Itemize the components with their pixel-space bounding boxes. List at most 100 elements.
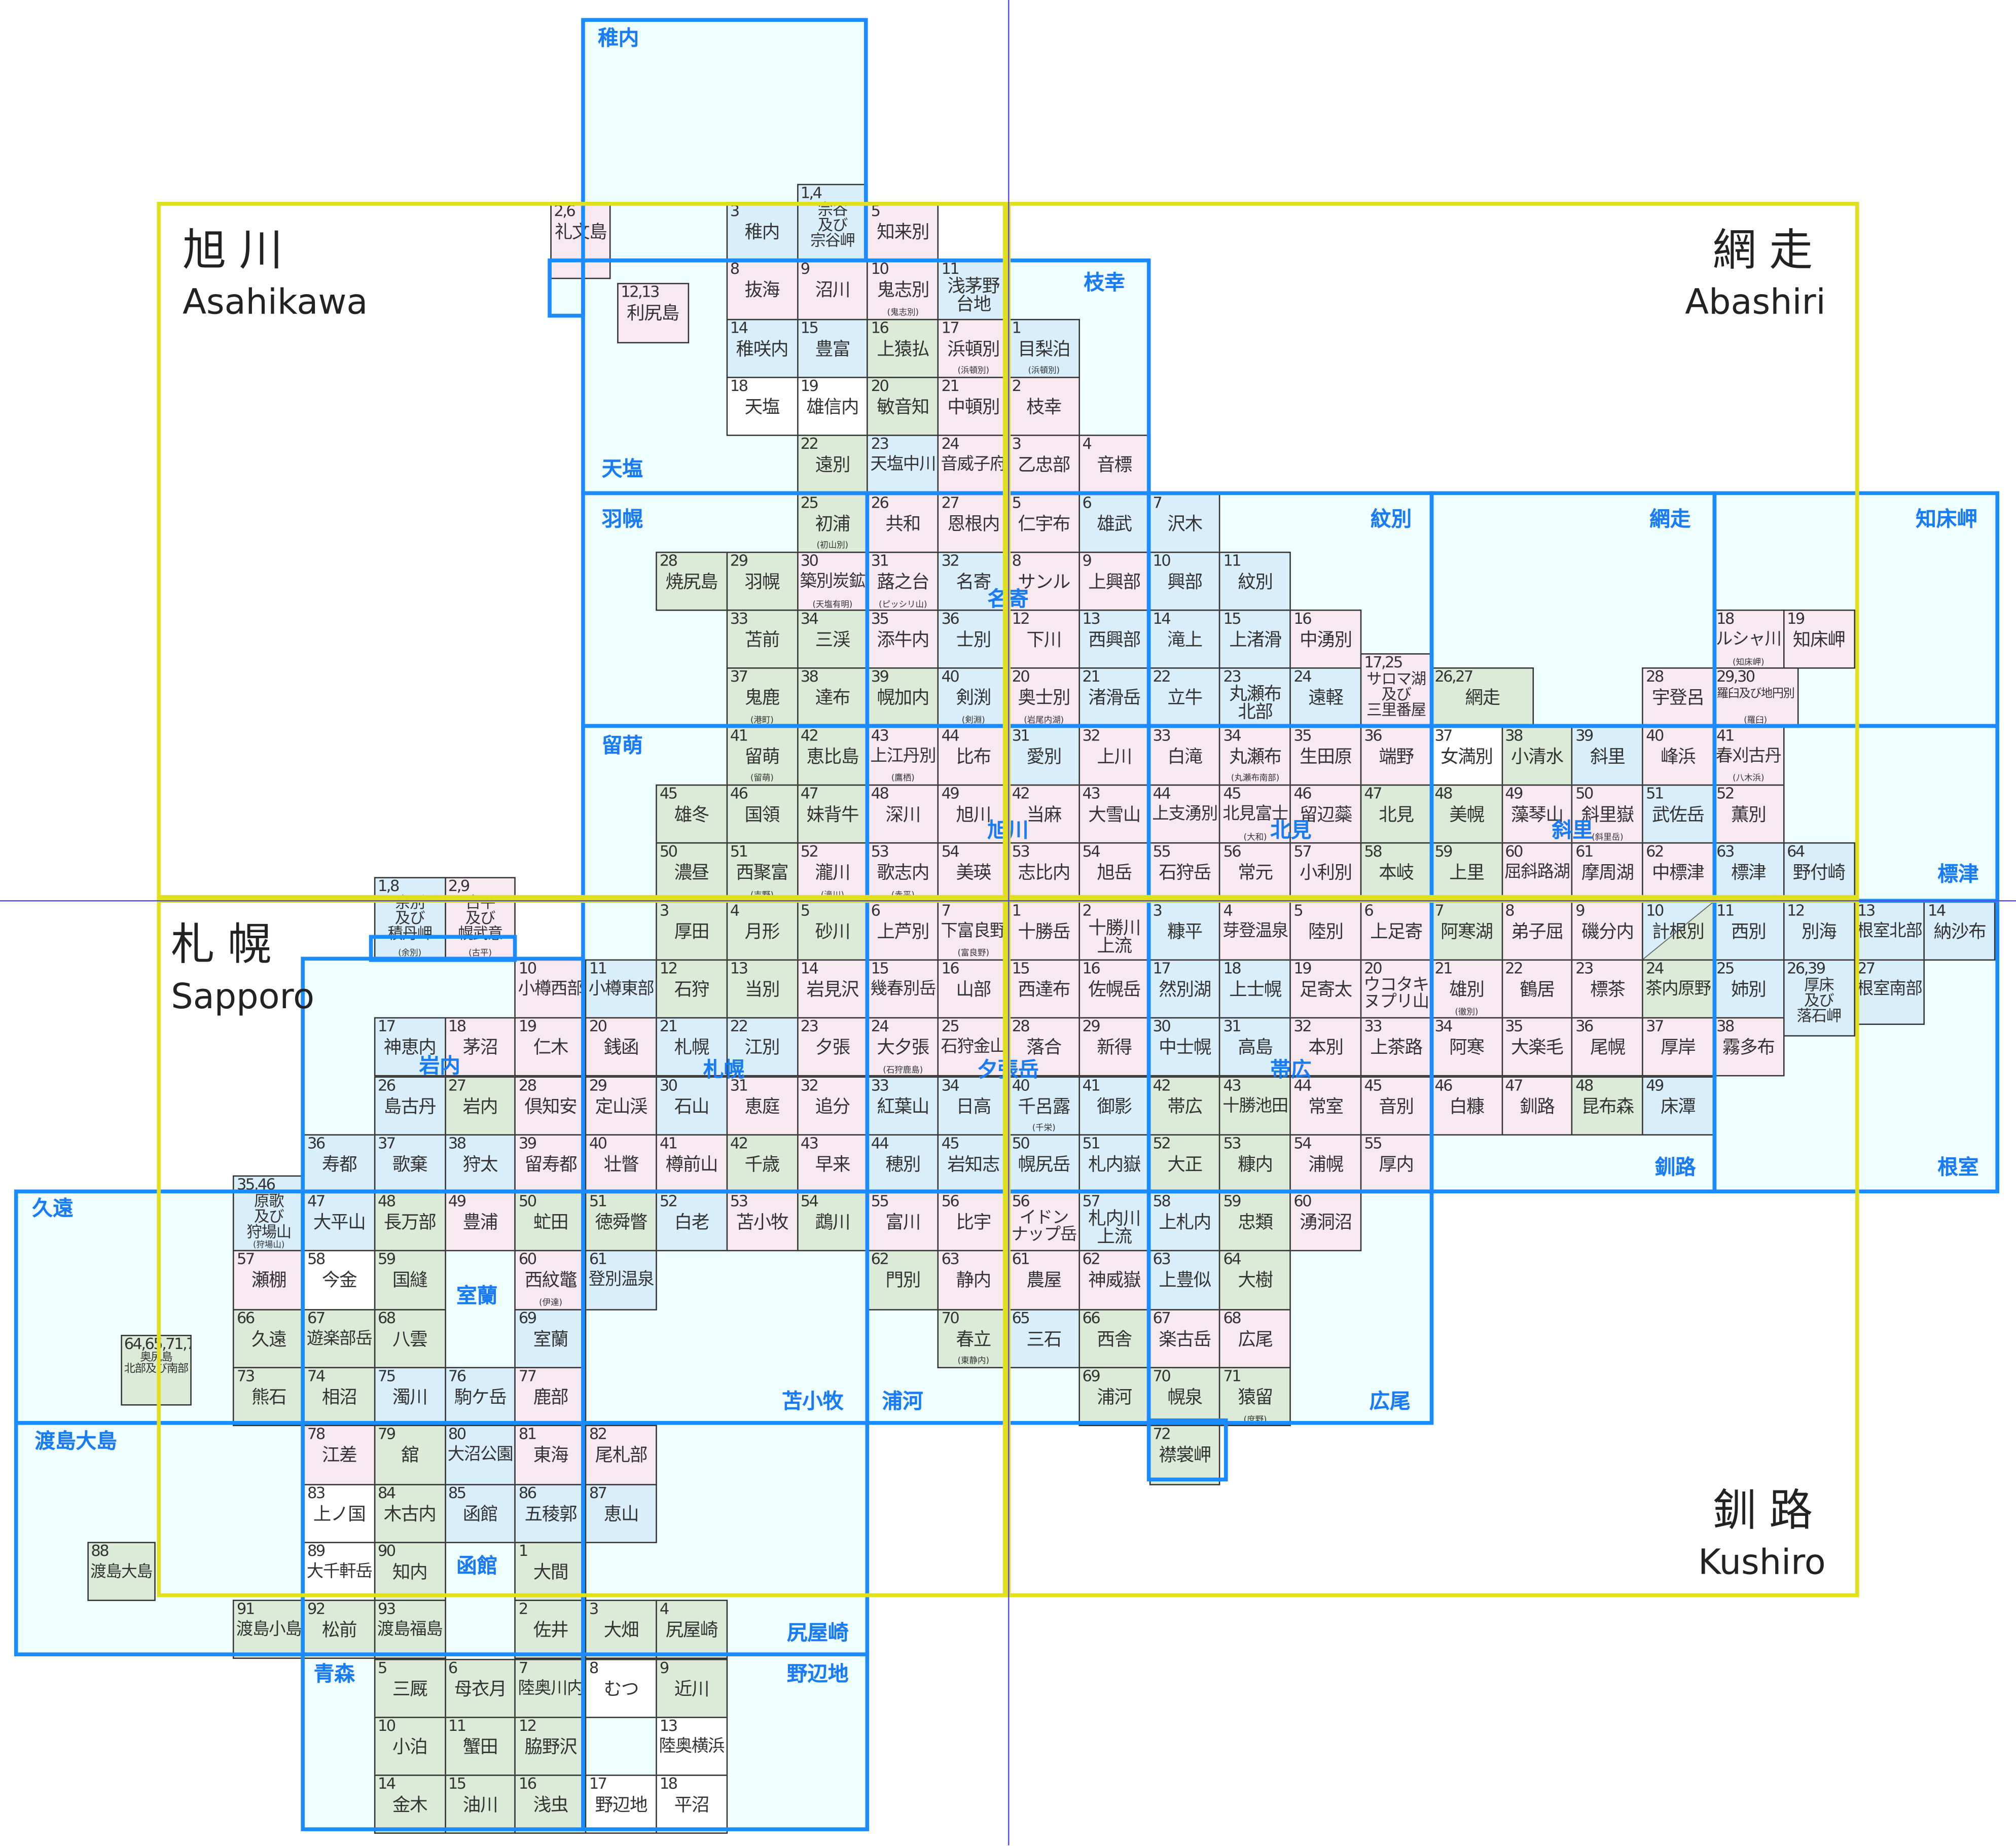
map-sheet[interactable]: 52薫別 (1712, 784, 1785, 844)
map-sheet[interactable]: 13当別 (726, 959, 798, 1019)
map-sheet[interactable]: 55厚内 (1360, 1133, 1432, 1194)
map-sheet[interactable]: 30築別炭鉱(天塩有明) (797, 551, 869, 611)
map-sheet[interactable]: 45雄冬 (656, 784, 728, 844)
map-sheet[interactable]: 60湧洞沼 (1289, 1192, 1362, 1252)
map-sheet[interactable]: 22江別 (726, 1017, 798, 1077)
map-sheet[interactable]: 3厚田 (656, 901, 728, 961)
map-sheet[interactable]: 9沼川 (797, 260, 869, 320)
map-sheet[interactable]: 58本岐 (1360, 842, 1432, 903)
map-sheet[interactable]: 24大夕張(石狩鹿島) (867, 1017, 939, 1077)
map-sheet[interactable]: 16上猿払 (867, 318, 939, 378)
map-sheet[interactable]: 34三渓 (797, 610, 869, 669)
map-sheet[interactable]: 49藻琴山 (1501, 784, 1573, 844)
map-sheet[interactable]: 11小樽東部 (585, 959, 657, 1019)
map-sheet[interactable]: 3乙忠部 (1007, 435, 1080, 494)
map-sheet[interactable]: 48昆布森 (1571, 1076, 1644, 1135)
map-sheet[interactable]: 11蟹田 (444, 1716, 516, 1777)
map-sheet[interactable]: 37鬼鹿(港町) (726, 668, 798, 728)
map-sheet[interactable]: 30石山 (656, 1076, 728, 1135)
map-sheet[interactable]: 61摩周湖 (1571, 842, 1644, 903)
map-sheet[interactable]: 44比布 (938, 726, 1010, 786)
map-sheet[interactable]: 4芽登温泉 (1219, 901, 1291, 961)
map-sheet[interactable]: 11紋別 (1219, 551, 1291, 611)
map-sheet[interactable]: 2佐井 (515, 1600, 587, 1660)
map-sheet[interactable]: 3稚内 (726, 202, 798, 262)
map-sheet[interactable]: 23丸瀬布 北部 (1219, 668, 1291, 728)
map-sheet[interactable]: 49旭川 (938, 784, 1010, 844)
map-sheet[interactable]: 37女満別 (1430, 726, 1503, 786)
map-sheet[interactable]: 18ルシャ川(知床岬) (1712, 610, 1785, 669)
map-sheet[interactable]: 83上ノ国 (303, 1483, 375, 1543)
map-sheet[interactable]: 26,39厚床 及び 落石岬 (1783, 959, 1855, 1037)
map-sheet[interactable]: 23標茶 (1571, 959, 1644, 1019)
map-sheet[interactable]: 40剣渕(剣淵) (938, 668, 1010, 728)
map-sheet[interactable]: 62神威嶽 (1078, 1250, 1150, 1310)
map-sheet[interactable]: 71猿留(庶野) (1219, 1367, 1291, 1427)
map-sheet[interactable]: 75濁川 (374, 1367, 446, 1427)
map-sheet[interactable]: 85函館 (444, 1483, 516, 1543)
map-sheet[interactable]: 12石狩 (656, 959, 728, 1019)
map-sheet[interactable]: 19知床岬 (1783, 610, 1855, 669)
map-sheet[interactable]: 64大樹 (1219, 1250, 1291, 1310)
map-sheet[interactable]: 24茶内原野 (1642, 959, 1714, 1019)
map-sheet[interactable]: 67楽古岳 (1148, 1308, 1221, 1368)
map-sheet[interactable]: 4尻屋崎 (656, 1600, 728, 1660)
map-sheet[interactable]: 19足寄太 (1289, 959, 1362, 1019)
map-sheet[interactable]: 15幾春別岳 (867, 959, 939, 1019)
map-sheet[interactable]: 21渚滑岳 (1078, 668, 1150, 728)
map-sheet[interactable]: 17浜頓別(浜頓別) (938, 318, 1010, 378)
map-sheet[interactable]: 63上豊似 (1148, 1250, 1221, 1310)
map-sheet[interactable]: 10小泊 (374, 1716, 446, 1777)
map-sheet[interactable]: 31恵庭 (726, 1076, 798, 1135)
map-sheet[interactable]: 56イドン ナップ岳 (1007, 1192, 1080, 1252)
map-sheet[interactable]: 70幌泉 (1148, 1367, 1221, 1427)
map-sheet[interactable]: 31愛別 (1007, 726, 1080, 786)
map-sheet[interactable]: 55富川 (867, 1192, 939, 1252)
map-sheet[interactable]: 49床潭 (1642, 1076, 1714, 1135)
map-sheet[interactable]: 62門別 (867, 1250, 939, 1310)
map-sheet[interactable]: 51札内嶽 (1078, 1133, 1150, 1194)
map-sheet[interactable]: 14納沙布 (1924, 901, 1996, 961)
map-sheet[interactable]: 66西舎 (1078, 1308, 1150, 1368)
map-sheet[interactable]: 64野付崎 (1783, 842, 1855, 903)
map-sheet[interactable]: 32本別 (1289, 1017, 1362, 1077)
map-sheet[interactable]: 5陸別 (1289, 901, 1362, 961)
map-sheet[interactable]: 8むつ (585, 1658, 657, 1718)
map-sheet[interactable]: 57瀬棚 (233, 1250, 305, 1310)
map-sheet[interactable]: 10興部 (1148, 551, 1221, 611)
map-sheet[interactable]: 45北見富士(大和) (1219, 784, 1291, 844)
map-sheet[interactable]: 5三厩 (374, 1658, 446, 1718)
map-sheet[interactable]: 35,46原歌 及び 狩場山(狩場山) (233, 1175, 305, 1252)
map-sheet[interactable]: 29羽幌 (726, 551, 798, 611)
map-sheet[interactable]: 2十勝川 上流 (1078, 901, 1150, 961)
map-sheet[interactable]: 41御影 (1078, 1076, 1150, 1135)
map-sheet[interactable]: 42恵比島 (797, 726, 869, 786)
map-sheet[interactable]: 92松前 (303, 1600, 375, 1660)
map-sheet[interactable]: 67遊楽部岳 (303, 1308, 375, 1368)
map-sheet[interactable]: 54旭岳 (1078, 842, 1150, 903)
map-sheet[interactable]: 68八雲 (374, 1308, 446, 1368)
map-sheet[interactable]: 87恵山 (585, 1483, 657, 1543)
map-sheet[interactable]: 79舘 (374, 1425, 446, 1485)
map-sheet[interactable]: 57小利別 (1289, 842, 1362, 903)
map-sheet[interactable]: 23天塩中川 (867, 435, 939, 494)
map-sheet[interactable]: 35大楽毛 (1501, 1017, 1573, 1077)
map-sheet[interactable]: 16中湧別 (1289, 610, 1362, 669)
map-sheet[interactable]: 34阿寒 (1430, 1017, 1503, 1077)
map-sheet[interactable]: 81東海 (515, 1425, 587, 1485)
map-sheet[interactable]: 25姉別 (1712, 959, 1785, 1019)
map-sheet[interactable]: 37厚岸 (1642, 1017, 1714, 1077)
map-sheet[interactable]: 50濃昼 (656, 842, 728, 903)
map-sheet[interactable]: 52白老 (656, 1192, 728, 1252)
map-sheet[interactable]: 7陸奥川内 (515, 1658, 587, 1718)
map-sheet[interactable]: 11浅茅野 台地 (938, 260, 1010, 320)
map-sheet[interactable]: 10鬼志別(鬼志別) (867, 260, 939, 320)
map-sheet[interactable]: 54浦幌 (1289, 1133, 1362, 1194)
map-sheet[interactable]: 28宇登呂 (1642, 668, 1714, 728)
map-sheet[interactable]: 5仁宇布 (1007, 493, 1080, 553)
map-sheet[interactable]: 7阿寒湖 (1430, 901, 1503, 961)
map-sheet[interactable]: 24遠軽 (1289, 668, 1362, 728)
map-sheet[interactable]: 69浦河 (1078, 1367, 1150, 1427)
map-sheet[interactable]: 88渡島大島 (87, 1542, 156, 1602)
map-sheet[interactable]: 58今金 (303, 1250, 375, 1310)
